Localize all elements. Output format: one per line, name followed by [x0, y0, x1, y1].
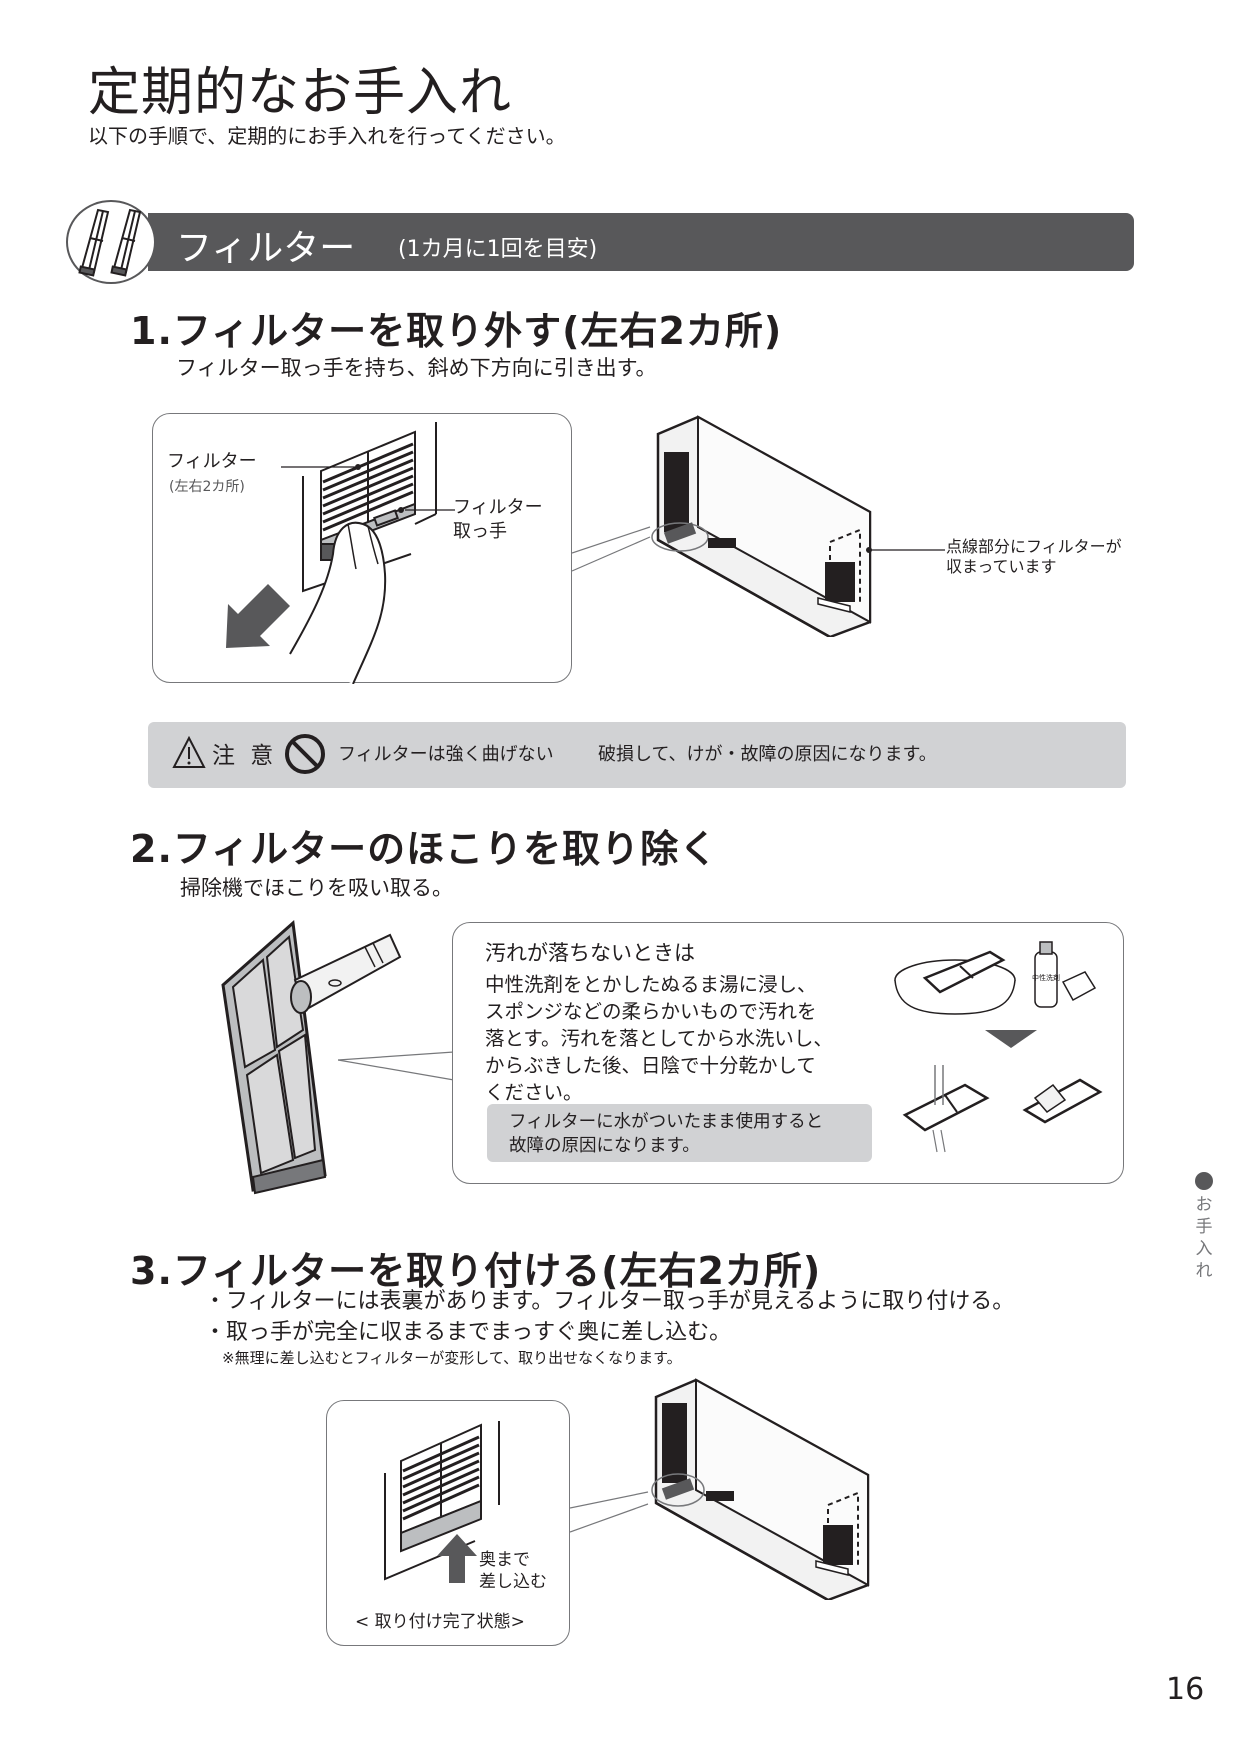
- push-label-line1: 奥まで: [479, 1550, 530, 1570]
- callout-connector: [572, 526, 651, 572]
- tip-pointer: [338, 1051, 455, 1081]
- filter-pair-icon: [66, 200, 156, 284]
- dotted-label-line2: 収まっています: [946, 557, 1057, 576]
- side-tab-char: れ: [1195, 1261, 1213, 1281]
- bullet-item: ・取っ手が完全に収まるまでまっすぐ奥に差し込む。: [204, 1320, 732, 1345]
- step-3-bullets: ・フィルターには表裏があります。フィルター取っ手が見えるように取り付ける。 ・取…: [204, 1286, 1014, 1348]
- caution-bar: 注 意 フィルターは強く曲げない 破損して、けが・故障の原因になります。: [148, 722, 1126, 788]
- tip-warning-line: 故障の原因になります。: [509, 1136, 700, 1156]
- side-tab-dot: [1195, 1172, 1213, 1190]
- tip-title: 汚れが落ちないときは: [485, 941, 695, 965]
- install-complete-callout: 奥まで 差し込む < 取り付け完了状態>: [326, 1400, 570, 1646]
- step-1-description: フィルター取っ手を持ち、斜め下方向に引き出す。: [176, 356, 657, 380]
- filter-removal-callout: フィルター (左右2カ所) フィルター 取っ手: [152, 413, 572, 684]
- down-left-arrow-icon: [226, 584, 290, 648]
- sponge-icon: [1061, 971, 1097, 1002]
- section-frequency: (1カ月に1回を目安): [398, 237, 598, 262]
- tip-line: 落とす。汚れを落としてから水洗いし、: [485, 1027, 833, 1050]
- caution-label: 注 意: [212, 743, 278, 769]
- filter-vacuum-illustration: [221, 919, 402, 1195]
- page-subtitle: 以下の手順で、定期的にお手入れを行ってください。: [88, 124, 566, 148]
- side-tab-char: 手: [1195, 1217, 1213, 1237]
- svg-text:中性洗剤: 中性洗剤: [1032, 973, 1060, 982]
- rinse-filter-icon: [902, 1065, 990, 1153]
- unit-illustration-2: [651, 1378, 870, 1600]
- prohibited-icon: [285, 734, 325, 774]
- bullet-item: ・フィルターには表裏があります。フィルター取っ手が見えるように取り付ける。: [204, 1289, 1015, 1314]
- page-title: 定期的なお手入れ: [88, 63, 513, 123]
- wipe-filter-icon: [1022, 1078, 1103, 1124]
- side-tab-char: お: [1195, 1195, 1213, 1215]
- filter-label: フィルター: [167, 451, 257, 472]
- side-tab-maintenance: お 手 入 れ: [1192, 1172, 1216, 1282]
- handle-label-line2: 取っ手: [453, 521, 507, 542]
- dotted-label-line1: 点線部分にフィルターが: [946, 537, 1122, 556]
- tip-line: スポンジなどの柔らかいもので汚れを: [485, 1000, 817, 1023]
- step-3-note: ※無理に差し込むとフィルターが変形して、取り出せなくなります。: [222, 1349, 682, 1367]
- filter-removal-illustration: [226, 422, 455, 684]
- caution-instruction: フィルターは強く曲げない: [338, 744, 554, 765]
- step-1-heading: 1.フィルターを取り外す(左右2カ所): [130, 309, 783, 353]
- tip-line: からぶきした後、日陰で十分乾かして: [485, 1054, 816, 1077]
- step-2-description: 掃除機でほこりを吸い取る。: [180, 876, 453, 900]
- tip-body: 中性洗剤をとかしたぬるま湯に浸し、 スポンジなどの柔らかいもので汚れを 落とす。…: [485, 971, 885, 1106]
- filter-sub-label: (左右2カ所): [169, 479, 245, 495]
- push-label-line2: 差し込む: [479, 1572, 547, 1592]
- tip-warning-line: フィルターに水がついたまま使用すると: [509, 1112, 824, 1132]
- vacuum-nozzle-icon: [290, 933, 402, 1014]
- install-illustration: [384, 1421, 500, 1583]
- page-number: 16: [1166, 1672, 1205, 1707]
- side-tab-char: 入: [1195, 1239, 1213, 1259]
- up-arrow-icon: [437, 1534, 477, 1583]
- step-2-heading: 2.フィルターのほこりを取り除く: [130, 827, 719, 871]
- tip-warning: フィルターに水がついたまま使用すると 故障の原因になります。: [487, 1104, 872, 1162]
- unit-illustration-1: [651, 415, 872, 637]
- callout-connector-2: [570, 1491, 649, 1533]
- down-triangle-icon: [985, 1030, 1037, 1048]
- dotted-leader-line: [866, 547, 945, 553]
- tip-line: 中性洗剤をとかしたぬるま湯に浸し、: [485, 973, 817, 996]
- section-title: フィルター: [176, 228, 356, 269]
- section-banner: フィルター (1カ月に1回を目安): [148, 213, 1134, 271]
- washing-illustration: 中性洗剤: [894, 941, 1103, 1153]
- step-3-heading: 3.フィルターを取り付ける(左右2カ所): [130, 1249, 822, 1293]
- warning-triangle-icon: [172, 736, 206, 768]
- tip-line: ください。: [485, 1081, 583, 1104]
- handle-label-line1: フィルター: [453, 497, 543, 518]
- install-caption: < 取り付け完了状態>: [355, 1612, 525, 1632]
- detergent-bottle-icon: 中性洗剤: [1032, 941, 1060, 1008]
- caution-reason: 破損して、けが・故障の原因になります。: [598, 744, 937, 765]
